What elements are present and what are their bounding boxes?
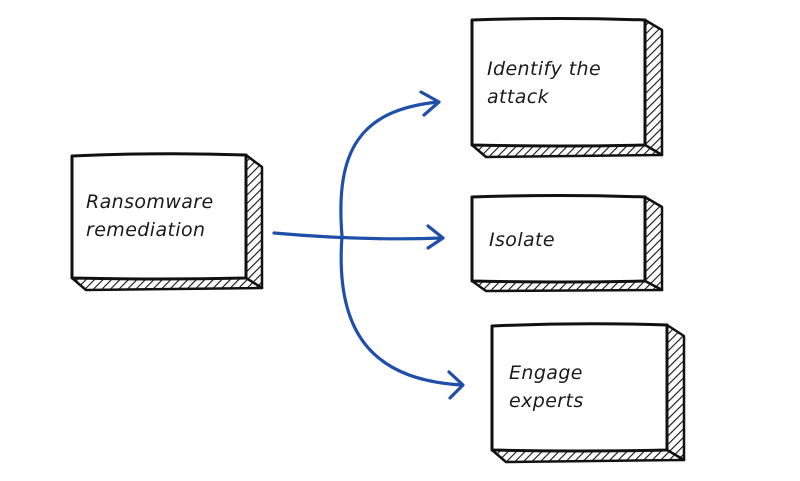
arrow-to-identify xyxy=(339,100,440,238)
arrow-to-isolate xyxy=(272,231,444,241)
arrow-head-engage xyxy=(447,370,465,400)
root-node-side xyxy=(244,153,264,290)
connectors xyxy=(272,90,465,400)
step-node-engage-label-line1: Engage xyxy=(509,362,583,384)
step-node-engage-experts: Engage experts xyxy=(490,322,686,464)
root-node-label-line1: Ransomware xyxy=(86,191,214,213)
step-node-engage-face xyxy=(490,322,669,453)
root-node-face xyxy=(70,152,248,281)
step-node-isolate-label: Isolate xyxy=(489,229,555,251)
step-node-identify-face xyxy=(470,17,647,148)
step-node-isolate-face xyxy=(470,194,647,284)
step-node-isolate: Isolate xyxy=(470,194,664,293)
arrow-head-identify xyxy=(419,90,441,117)
root-node-label-line2: remediation xyxy=(86,219,205,241)
arrow-to-engage xyxy=(339,234,464,387)
arrow-head-isolate xyxy=(426,224,445,250)
root-node-ransomware-remediation: Ransomware remediation xyxy=(70,152,264,292)
step-node-engage-side xyxy=(665,323,686,462)
step-node-identify-label-line1: Identify the xyxy=(487,58,601,80)
step-node-identify-the-attack: Identify the attack xyxy=(470,17,664,159)
step-node-identify-side xyxy=(643,18,664,157)
step-node-isolate-side xyxy=(643,195,664,292)
step-node-identify-label-line2: attack xyxy=(487,86,550,108)
step-node-engage-label-line2: experts xyxy=(509,390,584,412)
